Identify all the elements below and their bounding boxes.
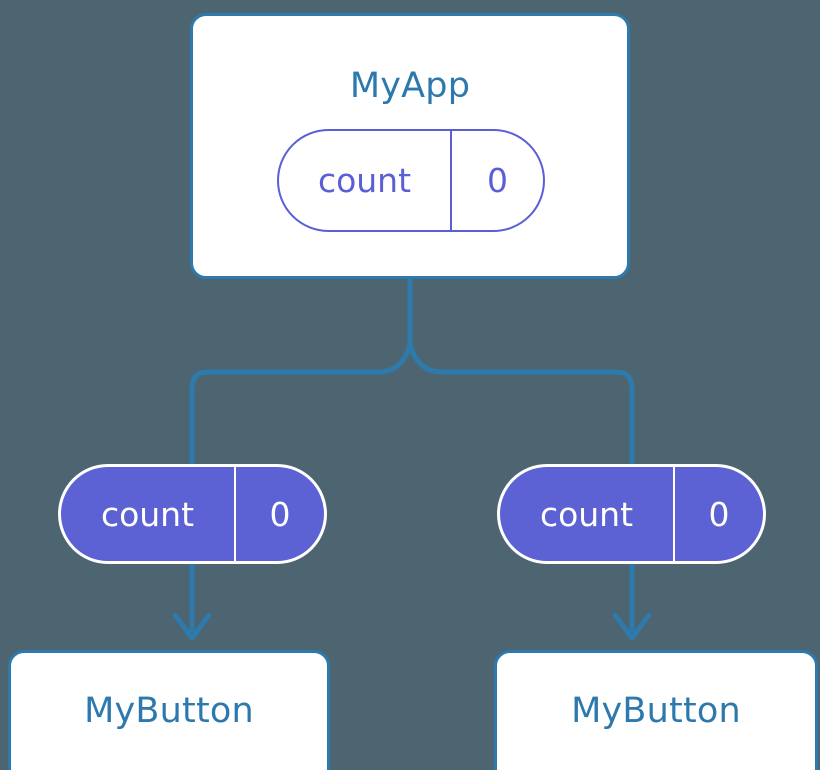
- props-pill-right-label: count: [500, 467, 675, 561]
- state-pill-count[interactable]: count 0: [277, 129, 545, 232]
- props-pill-left-value: 0: [269, 494, 291, 534]
- component-name-mybutton-left: MyButton: [84, 691, 254, 731]
- props-pill-left-label: count: [61, 467, 236, 561]
- state-pill-label: count: [279, 131, 452, 230]
- component-name-myapp: MyApp: [349, 66, 471, 106]
- props-arrow-left-head: [172, 612, 212, 641]
- state-pill-value: 0: [487, 161, 508, 200]
- component-box-mybutton-left[interactable]: MyButton: [8, 650, 330, 770]
- props-pill-right[interactable]: count 0: [497, 464, 766, 564]
- props-arrow-right-head: [612, 612, 652, 641]
- component-box-mybutton-right[interactable]: MyButton: [494, 650, 818, 770]
- props-pill-right-value: 0: [708, 494, 730, 534]
- props-pill-left[interactable]: count 0: [58, 464, 327, 564]
- component-name-mybutton-right: MyButton: [571, 691, 741, 731]
